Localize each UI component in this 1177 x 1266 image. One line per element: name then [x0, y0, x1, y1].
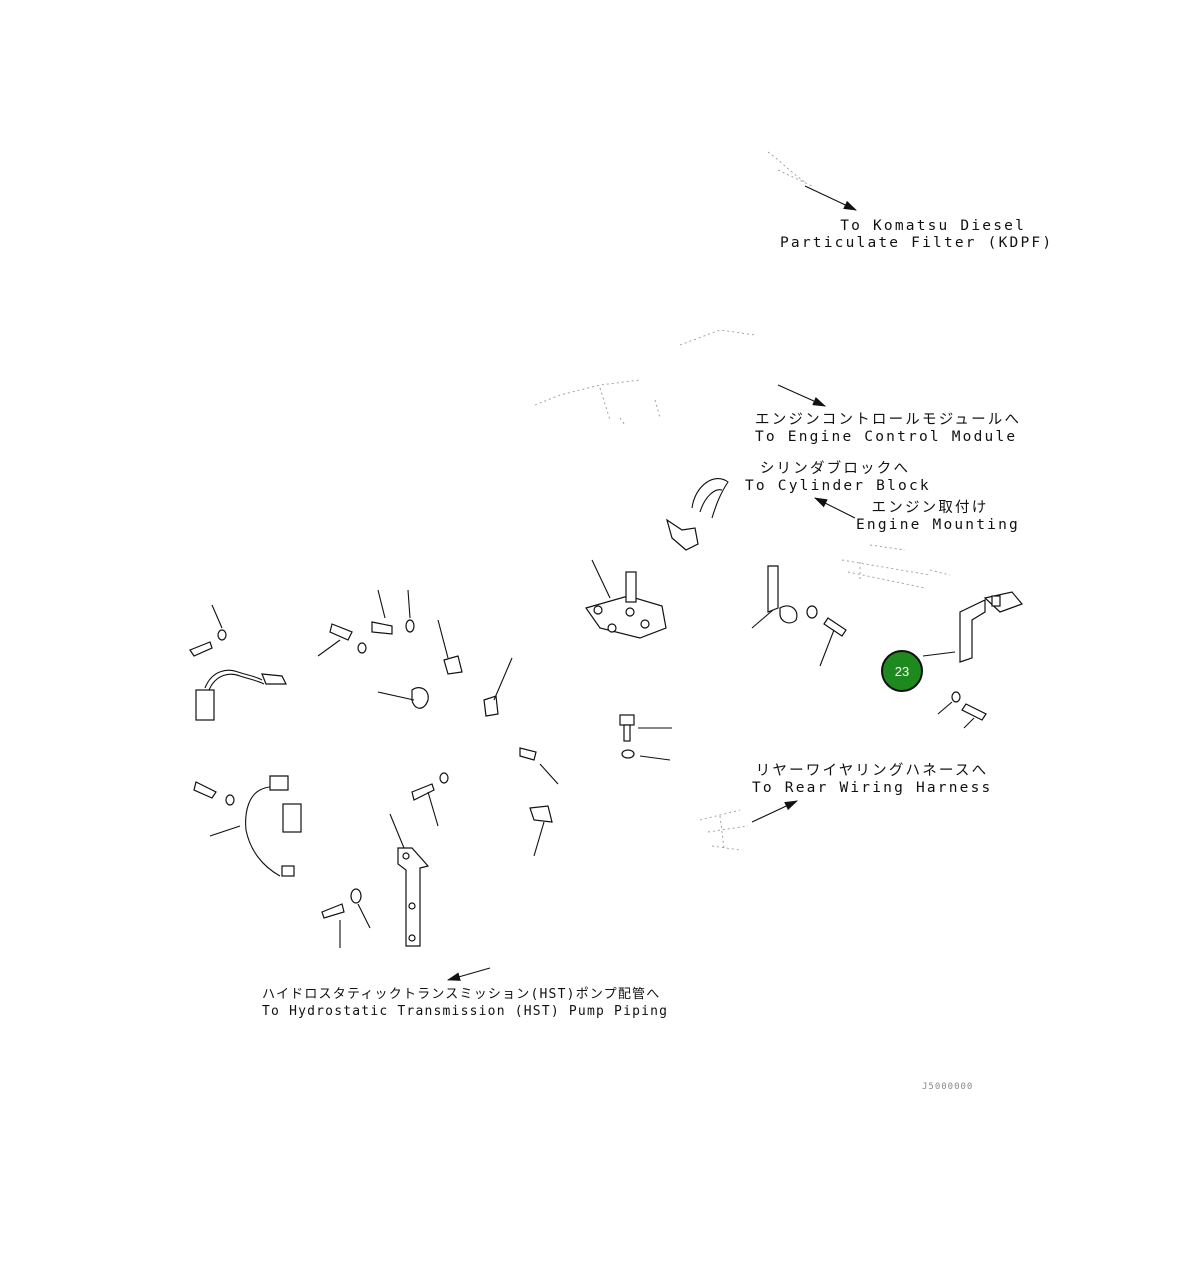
arrow-hst [446, 967, 491, 981]
label-rear-harness: リヤーワイヤリングハネースへ To Rear Wiring Harness [752, 763, 992, 797]
label-ecm-jp: エンジンコントロールモジュールへ [755, 412, 1022, 428]
bolt-center [619, 714, 672, 761]
label-cylinder-en: To Cylinder Block [745, 478, 931, 494]
label-mounting-en: Engine Mounting [856, 517, 1020, 533]
label-hst-en: To Hydrostatic Transmission (HST) Pump P… [262, 1004, 669, 1019]
bracket-long [389, 813, 430, 947]
harness-lower-left [193, 775, 302, 877]
phantom-engine-mount [841, 544, 951, 589]
label-mounting: エンジン取付け Engine Mounting [856, 500, 1020, 534]
label-dpf-en: Particulate Filter (KDPF) [780, 235, 1054, 251]
clamp-top [665, 478, 729, 551]
parts-mid-left [317, 589, 559, 785]
label-dpf: To Komatsu Diesel Particulate Filter (KD… [780, 218, 1054, 252]
bolt-right-lower [937, 691, 987, 729]
phantom-ecm-module [534, 329, 756, 426]
parts-lower-left [321, 772, 553, 948]
bracket-right [751, 565, 847, 667]
callout-23-marker[interactable]: 23 [881, 650, 923, 692]
sensor-bracket [922, 591, 1024, 663]
figure-reference: J5000000 [922, 1082, 974, 1092]
phantom-dpf-pipe [767, 151, 813, 187]
callout-number: 23 [894, 663, 910, 679]
arrow-rear-harness [751, 800, 798, 823]
label-rear-harness-en: To Rear Wiring Harness [752, 780, 993, 796]
label-dpf-jp: To Komatsu Diesel [840, 218, 1026, 234]
label-mounting-jp: エンジン取付け [871, 500, 989, 516]
label-hst-jp: ハイドロスタティックトランスミッション(HST)ポンプ配管へ [262, 987, 661, 1002]
phantom-rear-harness [699, 809, 749, 851]
label-cylinder: シリンダブロックへ To Cylinder Block [745, 461, 931, 495]
bracket-center [585, 559, 667, 639]
label-cylinder-jp: シリンダブロックへ [759, 461, 911, 477]
harness-upper-left [189, 604, 287, 721]
label-ecm-en: To Engine Control Module [755, 429, 1018, 445]
label-rear-harness-jp: リヤーワイヤリングハネースへ [755, 763, 989, 779]
arrow-dpf [804, 185, 857, 211]
arrow-cylinder [814, 497, 856, 519]
arrow-ecm [777, 384, 827, 407]
label-hst: ハイドロスタティックトランスミッション(HST)ポンプ配管へ To Hydros… [262, 986, 702, 1020]
label-ecm: エンジンコントロールモジュールへ To Engine Control Modul… [755, 412, 1022, 446]
